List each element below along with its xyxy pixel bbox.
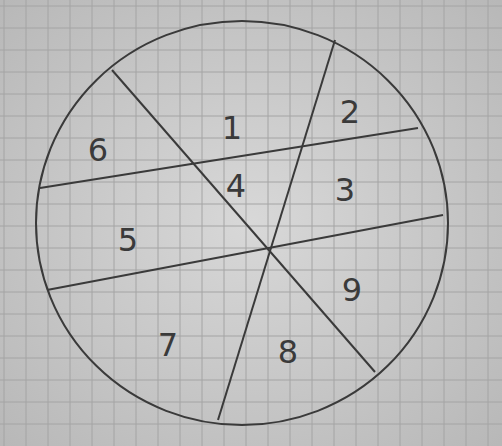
dividing-line bbox=[112, 70, 375, 372]
grid-line bbox=[0, 138, 502, 139]
grid-line bbox=[26, 0, 27, 446]
grid-line bbox=[378, 0, 379, 446]
grid-line bbox=[268, 0, 269, 446]
grid-line bbox=[0, 226, 502, 227]
grid-line bbox=[4, 0, 5, 446]
grid-line bbox=[444, 0, 445, 446]
dividing-line bbox=[47, 215, 443, 290]
grid-line bbox=[312, 0, 313, 446]
grid-line bbox=[0, 28, 502, 29]
dividing-line bbox=[218, 40, 335, 420]
grid-line bbox=[0, 270, 502, 271]
grid-line bbox=[290, 0, 291, 446]
grid-line bbox=[114, 0, 115, 446]
circle-outline bbox=[36, 21, 448, 425]
grid-line bbox=[0, 116, 502, 117]
grid-line bbox=[48, 0, 49, 446]
grid-line bbox=[0, 50, 502, 51]
grid-line bbox=[136, 0, 137, 446]
grid-line bbox=[0, 292, 502, 293]
region-number: 9 bbox=[342, 274, 362, 306]
grid-line bbox=[158, 0, 159, 446]
region-number: 4 bbox=[226, 170, 246, 202]
region-number: 2 bbox=[340, 96, 360, 128]
grid-line bbox=[334, 0, 335, 446]
grid-line bbox=[422, 0, 423, 446]
grid-line bbox=[0, 248, 502, 249]
region-number: 5 bbox=[118, 224, 138, 256]
grid-line bbox=[180, 0, 181, 446]
grid-line bbox=[0, 358, 502, 359]
grid-line bbox=[224, 0, 225, 446]
grid-line bbox=[0, 72, 502, 73]
region-number: 3 bbox=[335, 174, 355, 206]
grid-line bbox=[0, 94, 502, 95]
grid-line bbox=[0, 380, 502, 381]
region-number: 6 bbox=[88, 134, 108, 166]
grid-line bbox=[0, 204, 502, 205]
grid-line bbox=[0, 402, 502, 403]
grid-line bbox=[70, 0, 71, 446]
grid-line bbox=[0, 6, 502, 7]
grid-line bbox=[356, 0, 357, 446]
region-number: 8 bbox=[278, 336, 298, 368]
grid-line bbox=[92, 0, 93, 446]
grid-line bbox=[488, 0, 489, 446]
region-number: 7 bbox=[158, 329, 178, 361]
grid-line bbox=[0, 160, 502, 161]
region-number: 1 bbox=[222, 112, 242, 144]
grid-line bbox=[0, 336, 502, 337]
grid-line bbox=[202, 0, 203, 446]
grid-line bbox=[466, 0, 467, 446]
